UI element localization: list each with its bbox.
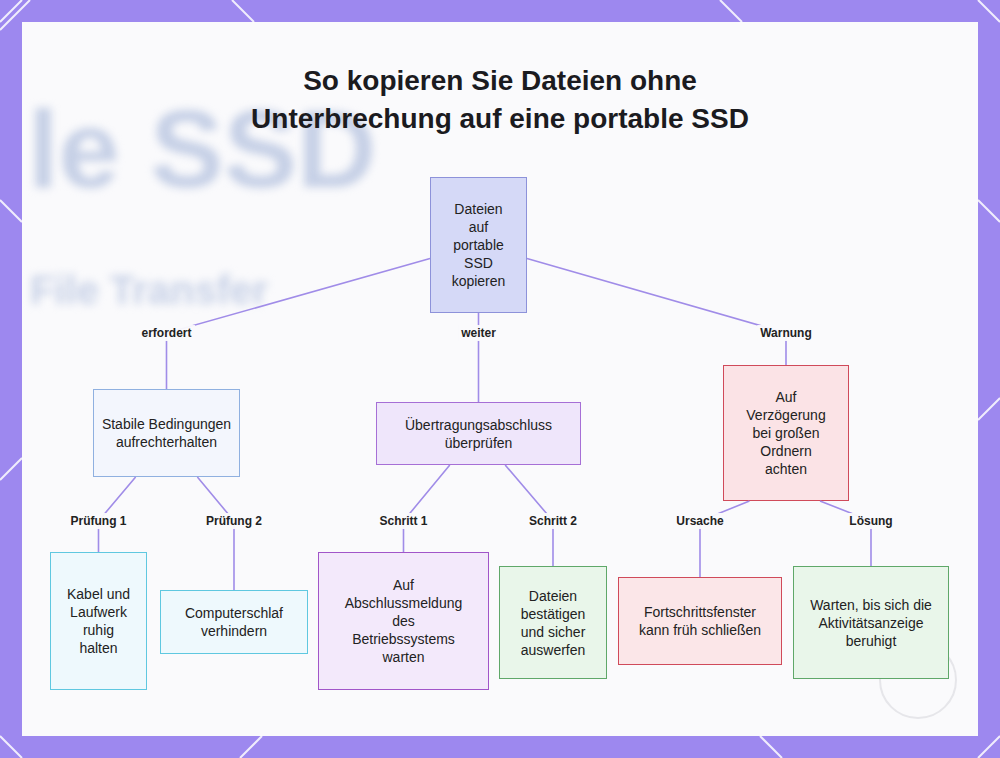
process-box: Computerschlaf verhindern xyxy=(160,590,308,654)
edge-label: erfordert xyxy=(138,325,194,341)
box-text: Dateien auf portable SSD kopieren xyxy=(445,200,512,290)
edge-label: Lösung xyxy=(846,513,895,529)
edge-label: Warnung xyxy=(757,325,815,341)
box-text: Stabile Bedingungen aufrechterhalten xyxy=(100,415,233,451)
connector-line xyxy=(527,259,786,365)
process-box: Auf Verzögerung bei großen Ordnern achte… xyxy=(723,365,849,501)
edge-label: Ursache xyxy=(673,513,726,529)
process-box: Kabel und Laufwerk ruhig halten xyxy=(50,552,147,690)
connector-line xyxy=(167,259,431,389)
process-box: Übertragungsabschluss überprüfen xyxy=(376,402,581,465)
box-text: Kabel und Laufwerk ruhig halten xyxy=(63,585,134,657)
process-box: Dateien auf portable SSD kopieren xyxy=(430,177,527,313)
edge-label: Schritt 1 xyxy=(376,513,430,529)
edge-label: Prüfung 2 xyxy=(203,513,265,529)
box-text: Warten, bis sich die Aktivitätsanzeige b… xyxy=(808,596,934,650)
connector-line xyxy=(404,465,450,552)
process-box: Dateien bestätigen und sicher auswerfen xyxy=(499,566,607,679)
edge-label: Prüfung 1 xyxy=(68,513,130,529)
edge-label: Schritt 2 xyxy=(526,513,580,529)
connector-line xyxy=(820,501,871,566)
diagram-title: So kopieren Sie Dateien ohne Unterbrechu… xyxy=(210,62,790,138)
edge-label: weiter xyxy=(458,325,499,341)
box-text: Übertragungsabschluss überprüfen xyxy=(383,416,574,452)
box-text: Auf Abschlussmeldung des Betriebssystems… xyxy=(341,576,466,666)
box-text: Computerschlaf verhindern xyxy=(167,604,301,640)
process-box: Fortschrittsfenster kann früh schließen xyxy=(618,577,782,665)
box-text: Fortschrittsfenster kann früh schließen xyxy=(627,603,773,639)
process-box: Stabile Bedingungen aufrechterhalten xyxy=(93,389,240,477)
process-box: Auf Abschlussmeldung des Betriebssystems… xyxy=(318,552,489,690)
box-text: Auf Verzögerung bei großen Ordnern achte… xyxy=(742,388,830,478)
watermark: File Transfer xyxy=(30,268,268,313)
connector-line xyxy=(197,477,234,590)
process-box: Warten, bis sich die Aktivitätsanzeige b… xyxy=(793,566,949,679)
box-text: Dateien bestätigen und sicher auswerfen xyxy=(510,587,596,659)
